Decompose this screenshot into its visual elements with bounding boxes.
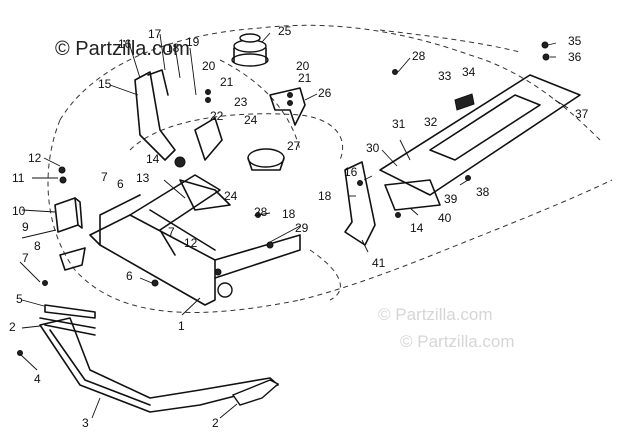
- label-7a: 7: [101, 170, 108, 184]
- label-18b: 18: [318, 189, 332, 203]
- label-20a: 20: [202, 59, 216, 73]
- watermark-bottom-right: © Partzilla.com: [400, 332, 515, 351]
- bracket-40: [384, 179, 441, 211]
- label-24a: 24: [244, 113, 258, 127]
- label-34: 34: [462, 65, 476, 79]
- skid-2: [231, 379, 280, 406]
- tunnel-plate-37: [379, 74, 581, 196]
- cup-27: [247, 148, 285, 171]
- label-14b: 14: [410, 221, 424, 235]
- label-10: 10: [12, 204, 26, 218]
- bracket-8: [59, 247, 86, 271]
- label-3: 3: [82, 416, 89, 430]
- front-frame: [89, 174, 301, 306]
- label-26: 26: [318, 86, 332, 100]
- label-19: 19: [186, 35, 200, 49]
- label-39: 39: [444, 192, 458, 206]
- label-21a: 21: [220, 75, 234, 89]
- label-40: 40: [438, 211, 452, 225]
- label-2a: 2: [9, 320, 16, 334]
- bumper-3: [39, 317, 279, 413]
- label-32: 32: [424, 115, 438, 129]
- label-18a: 18: [166, 41, 180, 55]
- label-12a: 12: [28, 151, 42, 165]
- label-17: 17: [148, 27, 162, 41]
- label-31: 31: [392, 117, 406, 131]
- label-23: 23: [234, 95, 248, 109]
- steering-post-left: [134, 69, 176, 161]
- label-16a: 16: [118, 37, 132, 51]
- bracket-22: [194, 117, 223, 161]
- label-35: 35: [568, 34, 582, 48]
- bracket-26: [269, 87, 306, 126]
- label-6a: 6: [117, 177, 124, 191]
- label-7b: 7: [168, 225, 175, 239]
- label-13: 13: [136, 171, 150, 185]
- label-33: 33: [438, 69, 452, 83]
- label-20b: 20: [296, 59, 310, 73]
- label-2b: 2: [212, 416, 219, 430]
- label-37: 37: [575, 107, 589, 121]
- label-6b: 6: [126, 269, 133, 283]
- label-25: 25: [278, 24, 292, 38]
- watermark-mid-right: © Partzilla.com: [378, 305, 493, 324]
- label-16b: 16: [344, 165, 358, 179]
- label-41: 41: [372, 256, 386, 270]
- label-5: 5: [16, 292, 23, 306]
- label-28a: 28: [412, 49, 426, 63]
- label-28b: 28: [254, 205, 268, 219]
- watermark-top: © Partzilla.com: [55, 38, 190, 60]
- boot-25: [231, 33, 269, 67]
- label-36: 36: [568, 50, 582, 64]
- label-27: 27: [287, 139, 301, 153]
- label-8: 8: [34, 239, 41, 253]
- label-38: 38: [476, 185, 490, 199]
- label-18c: 18: [282, 207, 296, 221]
- label-24b: 24: [224, 189, 238, 203]
- label-15: 15: [98, 77, 112, 91]
- label-21b: 21: [298, 71, 312, 85]
- label-9: 9: [22, 220, 29, 234]
- label-1: 1: [178, 319, 185, 333]
- label-7c: 7: [22, 251, 29, 265]
- label-12b: 12: [184, 236, 198, 250]
- label-29: 29: [295, 221, 309, 235]
- bar-5: [39, 304, 96, 336]
- label-30: 30: [366, 141, 380, 155]
- leader-lines: [19, 32, 569, 419]
- part-labels: 1 2 2 3 4 5 6 6 7 7 7 8 9 10 11 12 12 13…: [9, 24, 589, 430]
- fasteners: [17, 41, 550, 356]
- block-10: [54, 197, 83, 233]
- label-22: 22: [210, 109, 224, 123]
- label-11: 11: [12, 171, 25, 185]
- label-14a: 14: [146, 152, 160, 166]
- label-4: 4: [34, 372, 41, 386]
